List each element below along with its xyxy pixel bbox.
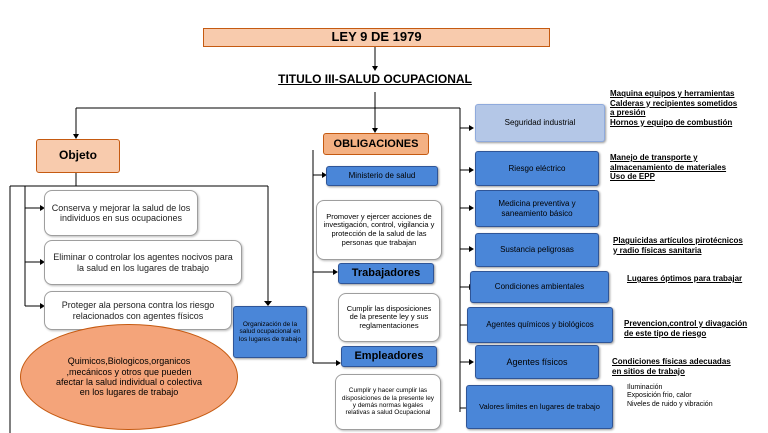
objeto-item-2: Eliminar o controlar los agentes nocivos… [44,240,242,285]
categoria-seguridad-industrial: Seguridad industrial [475,104,605,142]
note-riesgo-electrico: Manejo de transporte y almacenamiento de… [610,153,727,182]
empleadores-text: Cumplir y hacer cumplir las disposicione… [335,374,441,430]
objeto-item-1: Conserva y mejorar la salud de los indiv… [44,190,198,236]
note-seguridad-industrial: Maquina equipos y herramientas Calderas … [610,89,738,127]
categoria-sustancias-peligrosas: Sustancia peligrosas [475,233,599,267]
note-agentes-fisicos: Condiciones físicas adecuadas en sitios … [612,357,731,376]
trabajadores-text: Cumplir las disposiciones de la presente… [338,293,440,342]
page-title: LEY 9 DE 1979 [203,28,550,47]
note-condiciones-ambientales: Lugares óptimos para trabajar [627,274,743,283]
categoria-valores-limites: Valores limites en lugares de trabajo [466,385,613,429]
objeto-node: Objeto [36,139,120,173]
empleadores-node: Empleadores [341,346,437,367]
categoria-agentes-quimicos: Agentes químicos y biológicos [467,307,613,343]
note-valores-limites: Iluminación Exposición frio, calor Nivel… [627,384,713,408]
categoria-riesgo-electrico: Riesgo eléctrico [475,151,599,186]
categoria-agentes-fisicos: Agentes físicos [475,345,599,379]
ministerio-text: Promover y ejercer acciones de investiga… [316,200,442,260]
trabajadores-node: Trabajadores [338,263,434,284]
subtitle: TITULO III-SALUD OCUPACIONAL [278,72,472,87]
note-sustancias-peligrosas: Plaguicidas artículos pirotécnicos y rad… [613,236,743,255]
obligaciones-node: OBLIGACIONES [323,133,429,155]
title-text: LEY 9 DE 1979 [331,29,422,45]
objeto-ellipse: Quimicos,Biologicos,organicos ,mecánicos… [20,324,238,430]
note-agentes-quimicos: Prevencion,control y divagación de este … [624,319,748,338]
categoria-medicina-preventiva: Medicina preventiva y saneamiento básico [475,190,599,227]
ministerio-node: Ministerio de salud [326,166,438,186]
categoria-condiciones-ambientales: Condiciones ambientales [470,271,609,303]
organizacion-node: Organización de la salud ocupacional en … [233,306,307,358]
